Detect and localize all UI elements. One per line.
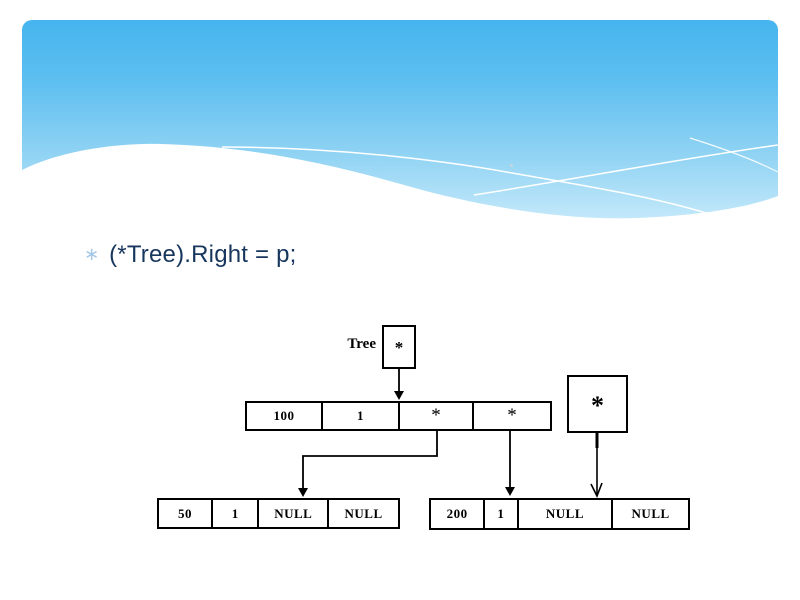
bullet-line: ∗ (*Tree).Right = p; bbox=[84, 240, 297, 270]
right-child-data-cell: 200 bbox=[446, 506, 468, 521]
p-pointer-box: * bbox=[567, 375, 628, 433]
left-child-data-cell: 50 bbox=[178, 505, 193, 521]
slide-header-banner bbox=[22, 20, 778, 232]
arrowhead-tree-to-root bbox=[394, 391, 404, 400]
right-child-left-pointer-cell: NULL bbox=[516, 500, 612, 528]
speck-dot bbox=[510, 164, 513, 167]
tree-pointer-value: * bbox=[394, 338, 404, 357]
left-child-right-pointer-cell: NULL bbox=[327, 500, 398, 527]
left-child-node: 50 1 NULL NULL bbox=[157, 498, 400, 529]
right-child-count-cell: 1 bbox=[483, 500, 517, 528]
p-pointer-value: * bbox=[591, 391, 604, 420]
root-node-right-pointer-cell: * bbox=[472, 403, 550, 429]
right-child-node: 200 1 NULL NULL bbox=[429, 498, 690, 530]
tree-pointer-box: * bbox=[382, 325, 416, 369]
code-statement-text: (*Tree).Right = p; bbox=[109, 241, 297, 268]
wave-decoration bbox=[22, 137, 778, 232]
root-node-left-pointer-cell: * bbox=[397, 403, 472, 429]
bullet-marker-icon: ∗ bbox=[84, 244, 100, 265]
root-node-data-cell: 100 bbox=[273, 408, 295, 423]
arrowhead-p-pointer bbox=[590, 482, 603, 498]
tree-label: Tree bbox=[347, 336, 376, 352]
root-node-count-cell: 1 bbox=[321, 403, 398, 429]
left-child-count-cell: 1 bbox=[211, 500, 257, 527]
arrowhead-right-pointer bbox=[505, 487, 515, 496]
right-child-right-pointer-cell: NULL bbox=[611, 500, 688, 528]
left-child-left-pointer-cell: NULL bbox=[257, 500, 327, 527]
root-node: 100 1 * * bbox=[245, 401, 552, 431]
arrowhead-left-pointer bbox=[298, 488, 308, 497]
